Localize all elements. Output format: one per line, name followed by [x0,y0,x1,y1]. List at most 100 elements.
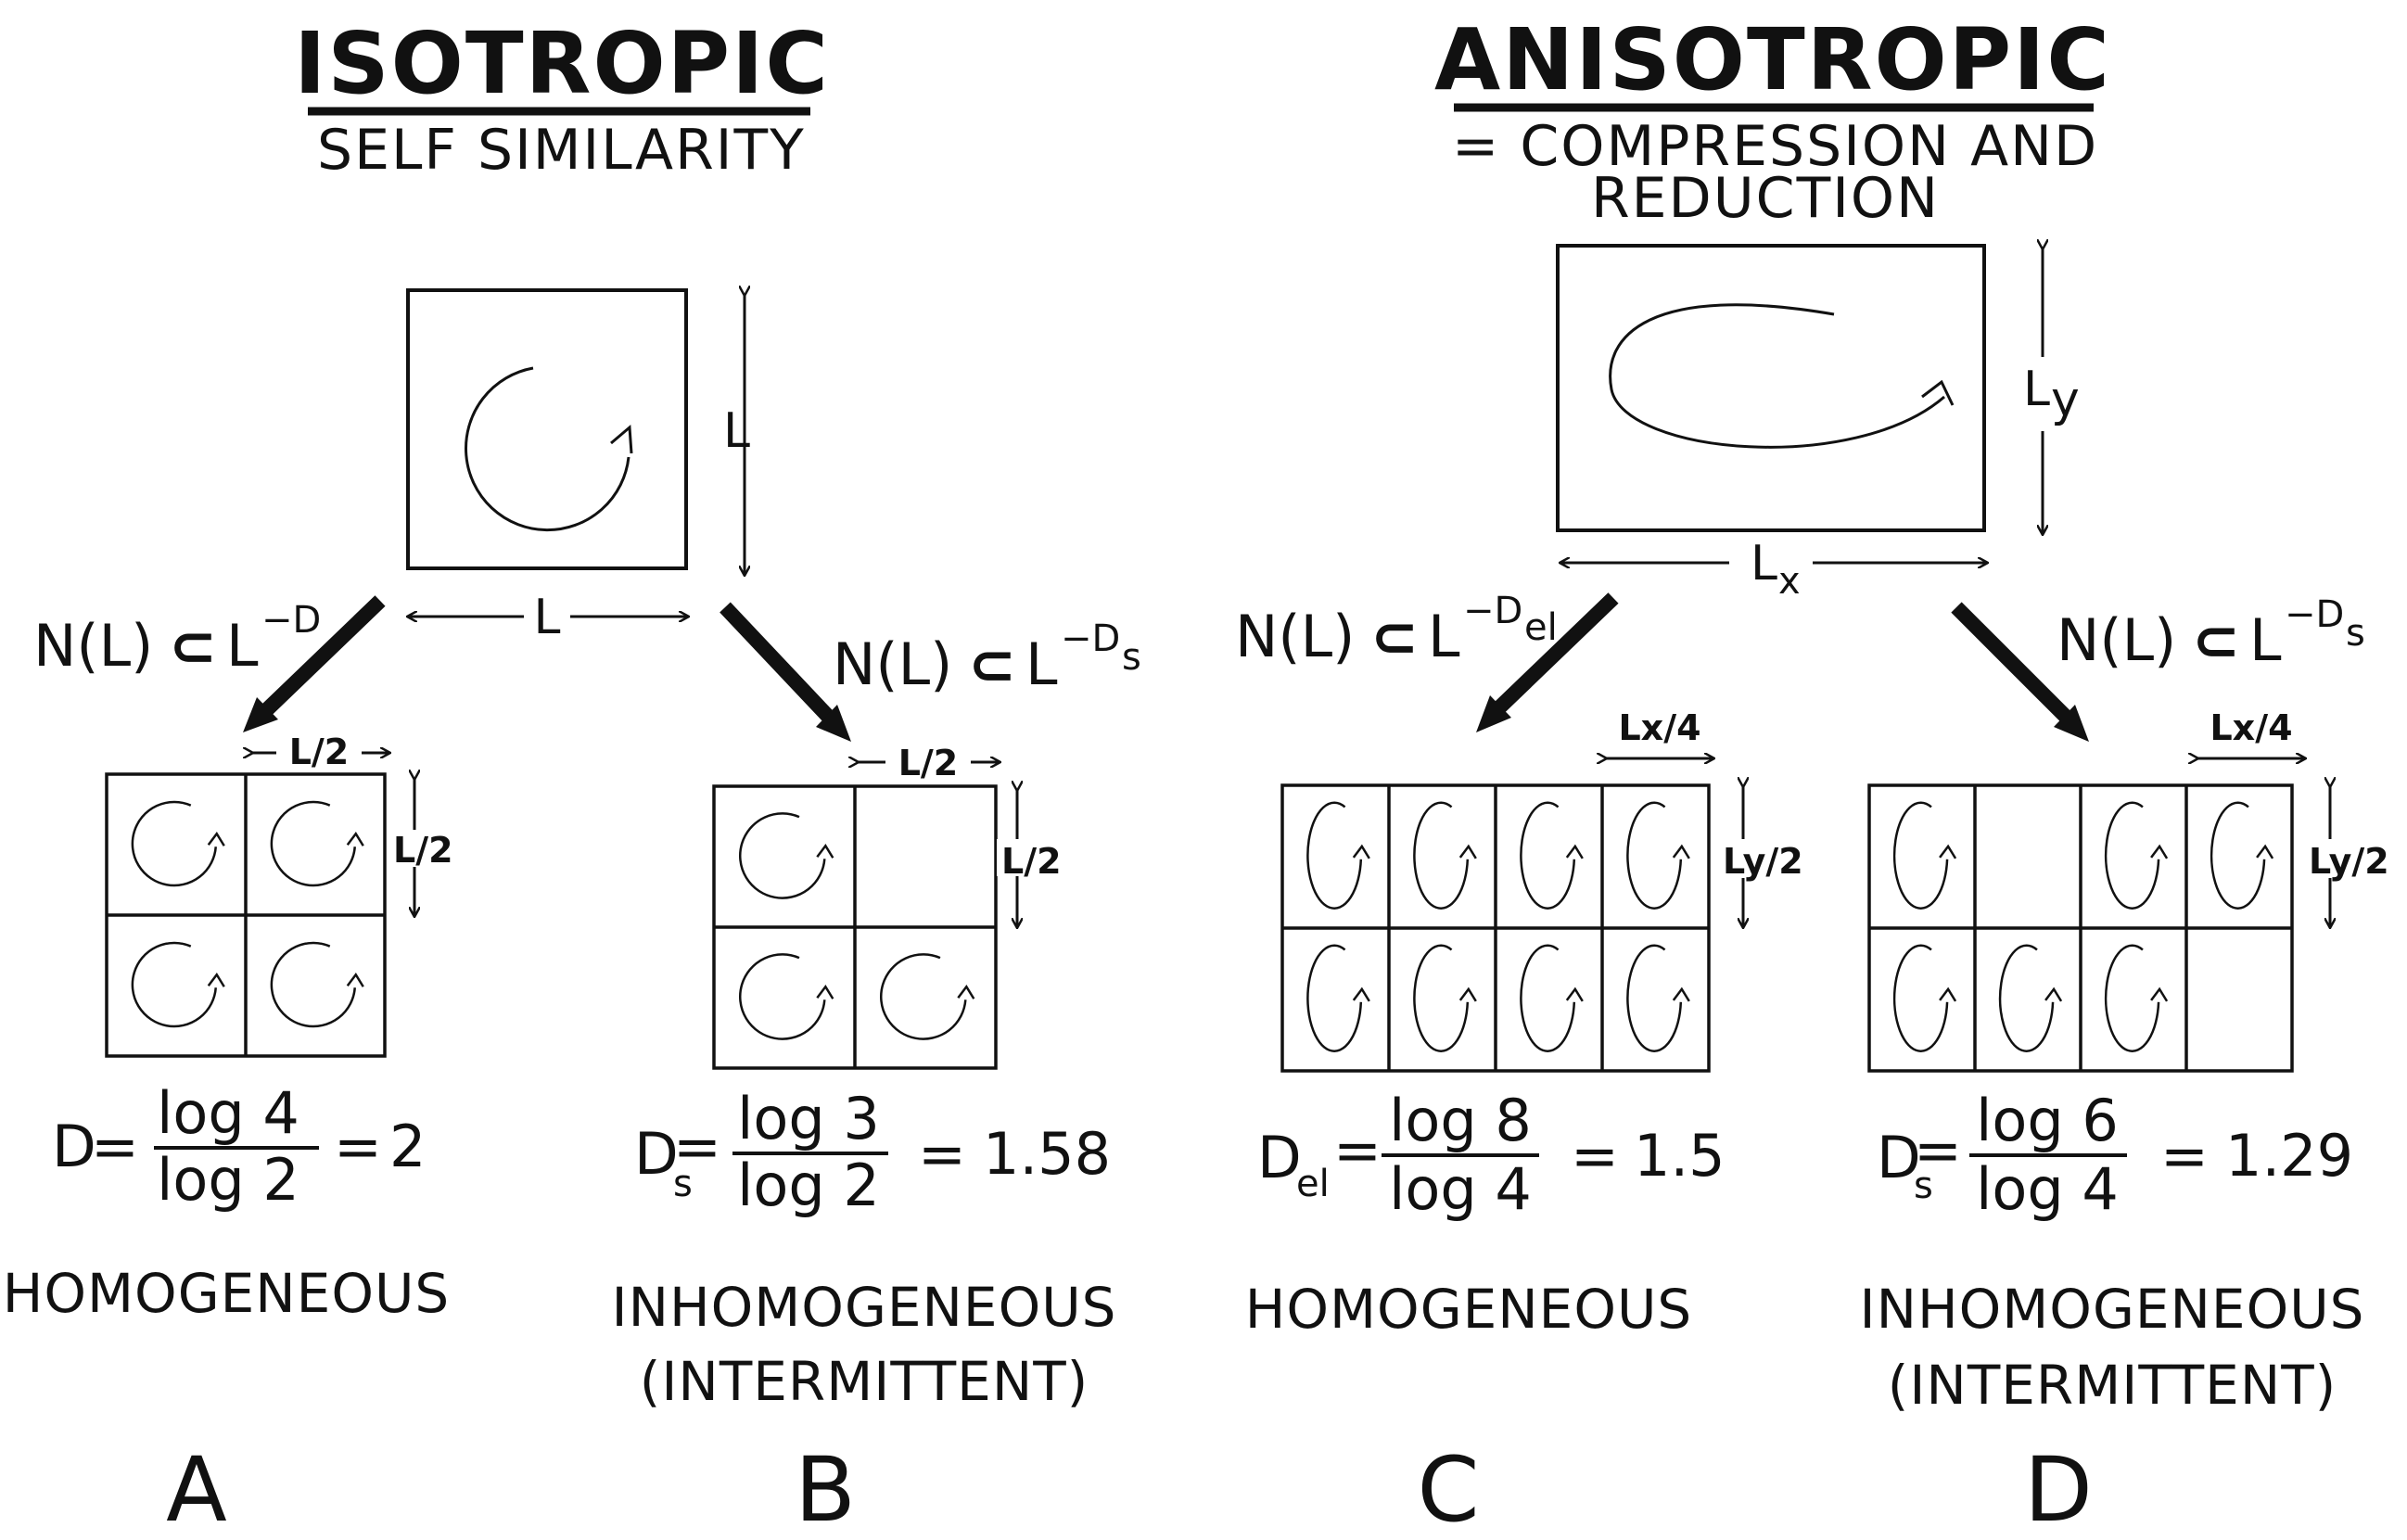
panel-b-width-label: L/2 [898,743,959,783]
panel-a-caption: HOMOGENEOUS [3,1262,451,1325]
panel-d-d-symbol: D [1877,1124,1921,1191]
anisotropic-width-label: L [1751,536,1777,592]
eddy-arrowhead-icon [2044,986,2063,1002]
eddy-icon [1626,944,1683,1052]
panel-c-numerator: log 8 [1389,1087,1532,1154]
relation-a-exponent: −D [261,599,321,642]
panel-c-value-equals: = [1571,1122,1619,1190]
relation-d-exponent-sub: s [2346,612,2365,655]
eddy-icon [131,800,217,887]
panel-c-d-equals: = [1333,1116,1382,1184]
eddy-icon [2104,801,2160,910]
panel-b-height-label-bg [997,839,1062,876]
eddy-icon [1998,944,2055,1052]
panel-c-width-label: Lx/4 [1618,707,1700,748]
relation-b-base: N(L) [833,630,952,698]
eddy-arrowhead-icon [2256,844,2274,859]
relation-b-exponent-sub: s [1122,636,1141,679]
panel-c-value: 1.5 [1634,1122,1726,1190]
panel-b-letter: B [795,1438,856,1540]
panel-a-d-symbol: D [52,1113,96,1180]
anisotropic-original-eddy [1609,303,1945,449]
panel-c-d-sub: el [1296,1163,1330,1205]
panel-a-dimension-formula: D = log 4 log 2 = 2 [52,1079,426,1214]
panel-b-denominator: log 2 [737,1152,880,1219]
relation-c-exponent: −D [1463,590,1522,632]
relation-c-symbol: ⊂ [1370,603,1419,670]
eddy-arrowhead-icon [1458,844,1477,859]
panel-c-dimension-formula: D el = log 8 log 4 = 1.5 [1257,1087,1726,1223]
panel-c-height-label: Ly/2 [1723,841,1803,882]
panel-d-d-sub: s [1914,1165,1933,1207]
eddy-icon [1413,944,1470,1052]
arrow-to-panel-d [1951,602,2078,729]
arrow-to-panel-a-head [243,697,278,732]
anisotropic-original-box [1556,244,1986,532]
eddy-arrowhead-icon [1672,844,1690,859]
eddy-arrowhead-icon [2150,986,2169,1002]
relation-d-power-base: L [2249,606,2282,674]
relation-d-base: N(L) [2057,606,2176,674]
isotropic-subtitle: SELF SIMILARITY [317,118,806,183]
panel-d-caption-line2: (INTERMITTENT) [1888,1354,2337,1417]
isotropic-original-eddy [465,366,630,532]
eddy-arrowhead-icon [2150,844,2169,859]
panel-a-height-label-bg [394,830,459,867]
panel-d-height-label-bg [2309,839,2401,878]
eddy-icon [2104,944,2160,1052]
panel-b-caption-line1: INHOMOGENEOUS [612,1276,1117,1339]
eddy-arrowhead-icon [346,832,364,846]
panel-a-d-equals: = [91,1113,139,1180]
eddy-arrowhead-icon [1565,986,1584,1002]
eddy-arrowhead-icon [1458,986,1477,1002]
panel-b-d-equals: = [673,1113,721,1180]
eddy-icon [1413,801,1470,910]
relation-b-power-base: L [1025,630,1058,698]
panel-a-height-label: L/2 [393,830,453,871]
panel-c-caption: HOMOGENEOUS [1245,1278,1693,1341]
panel-b-numerator: log 3 [737,1085,880,1152]
relation-c-base: N(L) [1235,603,1355,670]
anisotropic-subtitle-line1: = COMPRESSION AND [1452,114,2098,179]
panel-b-grid [712,784,998,1070]
relation-isotropic-homogeneous: N(L) ⊂ L −D [33,599,321,680]
eddy-arrowhead-icon [1939,844,1957,859]
isotropic-original-box [406,288,688,570]
panel-a-width-label-bg [276,734,362,770]
panel-b-height-label: L/2 [1001,841,1062,882]
eddy-icon [1306,801,1363,910]
arrow-to-panel-c-head [1476,695,1511,732]
panel-a-grid [105,772,387,1058]
relation-isotropic-inhomogeneous: N(L) ⊂ L −D s [833,617,1141,698]
eddy-arrowhead-icon [207,832,225,846]
anisotropic-height-label: L [2023,362,2050,417]
panel-a-letter: A [166,1438,227,1540]
anisotropic-title: ANISOTROPIC [1434,10,2111,109]
panel-d-value: 1.29 [2225,1122,2353,1190]
relation-d-symbol: ⊂ [2192,606,2240,674]
eddy-arrowhead-icon [816,985,834,999]
relation-a-symbol: ⊂ [169,612,217,680]
panel-a-width-label: L/2 [289,732,350,772]
panel-a-numerator: log 4 [157,1079,299,1147]
relation-c-exponent-sub: el [1524,606,1558,649]
relation-c-power-base: L [1428,603,1460,670]
eddy-icon [738,953,826,1040]
eddy-icon [1520,944,1576,1052]
panel-d-width-label: Lx/4 [2210,707,2292,748]
panel-b-caption-line2: (INTERMITTENT) [640,1350,1089,1413]
eddy-arrowhead-icon [957,985,975,999]
arrow-to-panel-b [720,602,840,729]
panel-d-grid [1867,783,2294,1073]
eddy-arrowhead-icon [1565,844,1584,859]
anisotropic-height-label-bg [2021,357,2086,431]
panel-d-letter: D [2024,1438,2093,1540]
eddy-arrowhead-icon [346,973,364,987]
eddy-icon [1520,801,1576,910]
eddy-icon [270,800,356,887]
eddy-icon [131,941,217,1028]
panel-d-denominator: log 4 [1976,1155,2119,1223]
relation-d-exponent: −D [2285,593,2344,636]
isotropic-title: ISOTROPIC [294,14,830,113]
